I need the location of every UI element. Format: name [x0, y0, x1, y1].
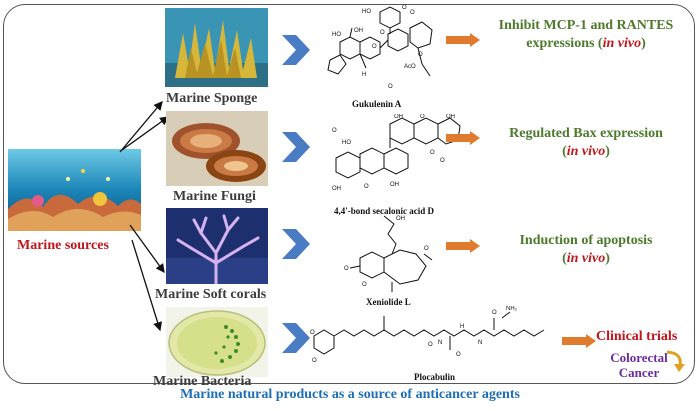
svg-text:OH: OH [446, 114, 455, 120]
svg-text:H: H [460, 324, 464, 330]
svg-text:O: O [332, 128, 337, 134]
svg-text:O: O [418, 52, 423, 58]
svg-text:O: O [424, 246, 429, 252]
sponge-photo [165, 8, 268, 87]
svg-text:HO: HO [332, 32, 341, 38]
orange-arrow-icon [446, 131, 480, 145]
chevron-icon [282, 132, 310, 162]
svg-text:O: O [420, 114, 425, 120]
chevron-icon [282, 35, 310, 65]
figure-caption: Marine natural products as a source of a… [180, 387, 520, 402]
svg-text:O: O [380, 30, 385, 36]
arrow-to-fungi [121, 116, 170, 151]
marine-sources-photo [8, 149, 141, 231]
svg-text:N: N [438, 340, 442, 346]
svg-text:O: O [402, 5, 407, 11]
svg-text:AcO: AcO [404, 64, 416, 70]
svg-text:O: O [344, 266, 349, 272]
svg-text:H: H [362, 72, 366, 78]
svg-text:O: O [440, 158, 445, 164]
svg-text:O: O [388, 84, 393, 90]
svg-text:O: O [456, 352, 461, 358]
compound-label-gukulenin-a: Gukulenin A [352, 99, 402, 109]
svg-text:HO: HO [362, 9, 371, 15]
svg-text:NH₂: NH₂ [506, 306, 518, 312]
svg-text:OH: OH [390, 182, 399, 188]
svg-text:OH: OH [354, 28, 363, 34]
xeniolide-l-structure: OH O O O [344, 215, 433, 292]
chevron-icon [282, 323, 310, 353]
svg-text:OH: OH [332, 186, 341, 192]
colorectal-cancer-label: Colorectal Cancer [610, 350, 668, 380]
bacteria-plate-photo [166, 307, 268, 377]
svg-text:O: O [430, 150, 435, 156]
svg-text:O: O [362, 282, 367, 288]
clinical-trials-label: Clinical trials [596, 329, 678, 344]
svg-text:O: O [364, 184, 369, 190]
arrow-to-sponge [119, 101, 163, 153]
compound-label-plocabulin: Plocabulin [414, 372, 456, 382]
svg-text:HO: HO [342, 140, 351, 146]
svg-text:O: O [312, 358, 317, 364]
svg-text:O: O [372, 44, 377, 50]
effect-soft-corals: Induction of apoptosis (in vivo) [519, 233, 653, 267]
orange-arrow-icon [562, 334, 596, 348]
source-label-bacteria: Marine Bacteria [153, 374, 252, 389]
fungi-photo [166, 111, 268, 186]
chevron-icon [282, 229, 310, 259]
svg-text:O: O [492, 310, 497, 316]
orange-arrow-icon [446, 33, 480, 47]
arrow-to-soft-corals [129, 224, 165, 274]
compound-label-xeniolide-l: Xeniolide L [366, 297, 411, 307]
svg-text:N: N [478, 340, 482, 346]
orange-arrow-icon [446, 239, 480, 253]
curved-arrow-icon [666, 350, 685, 372]
marine-sources-label: Marine sources [17, 238, 109, 253]
diagram-frame [3, 4, 695, 384]
effect-fungi: Regulated Bax expression (in vivo) [509, 126, 663, 160]
source-label-fungi: Marine Fungi [173, 189, 256, 204]
source-label-soft-corals: Marine Soft corals [155, 287, 267, 302]
svg-text:O: O [410, 10, 415, 16]
effect-sponge: Inhibit MCP-1 and RANTES expressions (in… [498, 18, 674, 52]
soft-coral-photo [166, 208, 268, 284]
svg-text:OH: OH [396, 216, 405, 222]
svg-text:O: O [428, 342, 433, 348]
arrow-to-bacteria [131, 239, 163, 332]
svg-text:OH: OH [394, 114, 403, 120]
svg-text:O: O [310, 330, 315, 336]
compound-label-secalonic-acid: 4,4'-bond secalonic acid D [334, 206, 435, 216]
source-label-sponge: Marine Sponge [166, 91, 258, 106]
